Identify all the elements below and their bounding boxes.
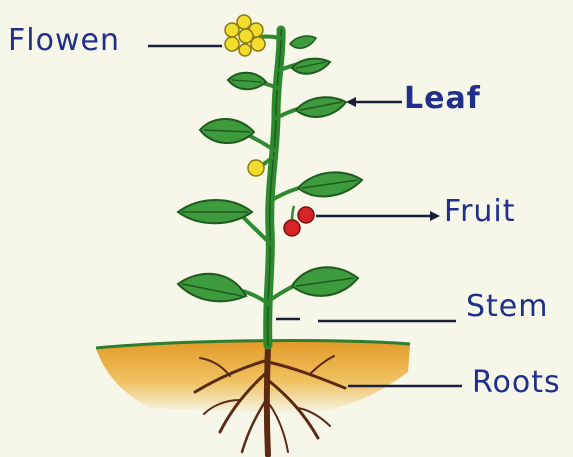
flower-label: Flowen bbox=[8, 26, 120, 56]
stem-label: Stem bbox=[466, 292, 549, 322]
leaf bbox=[290, 36, 316, 48]
leaf bbox=[292, 59, 330, 74]
leaf bbox=[298, 172, 362, 196]
fruit-arrowhead bbox=[430, 211, 440, 221]
flower bbox=[225, 15, 265, 56]
flower-bud bbox=[248, 160, 264, 176]
fruit bbox=[284, 206, 314, 236]
leaf bbox=[296, 97, 346, 117]
leaf bbox=[200, 119, 254, 143]
soil bbox=[96, 341, 410, 414]
leaf bbox=[292, 267, 358, 296]
leaf bbox=[178, 200, 252, 223]
leaf bbox=[178, 274, 246, 302]
fruit-label: Fruit bbox=[444, 197, 516, 227]
leaf-label: Leaf bbox=[404, 84, 481, 114]
leaf-arrowhead bbox=[346, 97, 356, 107]
leaf bbox=[228, 73, 266, 90]
roots-label: Roots bbox=[472, 368, 561, 398]
